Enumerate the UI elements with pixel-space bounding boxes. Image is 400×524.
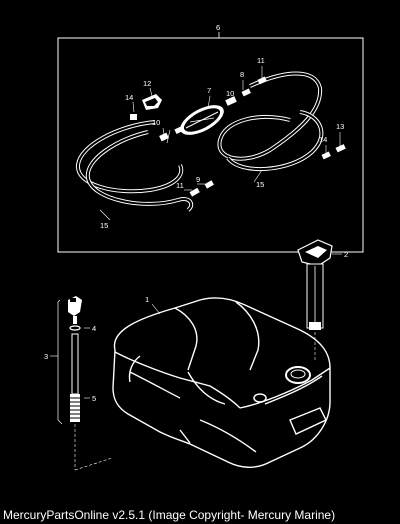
- callout-7: 7: [207, 86, 211, 95]
- primer-bulb: [180, 105, 224, 135]
- callout-14a: 14: [125, 93, 133, 102]
- fuel-connector: [142, 94, 162, 110]
- callout-9: 9: [196, 175, 200, 184]
- callout-15b: 15: [256, 180, 264, 189]
- fuel-hose-right: [217, 71, 324, 172]
- callout-3: 3: [44, 352, 48, 361]
- copyright-caption: MercuryPartsOnline v2.5.1 (Image Copyrig…: [3, 508, 336, 522]
- callout-11b: 11: [176, 181, 184, 190]
- callout-5: 5: [92, 394, 96, 403]
- callout-12: 12: [143, 79, 151, 88]
- tank-fill-cap: [285, 366, 311, 384]
- callout-13: 13: [336, 122, 344, 131]
- callout-10b: 10: [152, 118, 160, 127]
- callout-15a: 15: [100, 221, 108, 230]
- callout-2: 2: [344, 250, 348, 259]
- fuel-tank: [112, 297, 331, 468]
- callout-14b: 14: [319, 135, 327, 144]
- callout-6: 6: [216, 23, 220, 32]
- callout-4: 4: [92, 324, 96, 333]
- callout-8: 8: [240, 70, 244, 79]
- callout-11a: 11: [257, 56, 265, 65]
- callout-1: 1: [145, 295, 149, 304]
- fuel-pickup-assembly: [50, 296, 113, 471]
- callout-10a: 10: [226, 89, 234, 98]
- hose-fittings: [130, 76, 346, 197]
- tank-vent-port: [253, 393, 267, 403]
- fuel-gauge: [297, 239, 342, 360]
- fuel-line-kit-box: [57, 37, 364, 253]
- fuel-hose-left: [76, 120, 194, 212]
